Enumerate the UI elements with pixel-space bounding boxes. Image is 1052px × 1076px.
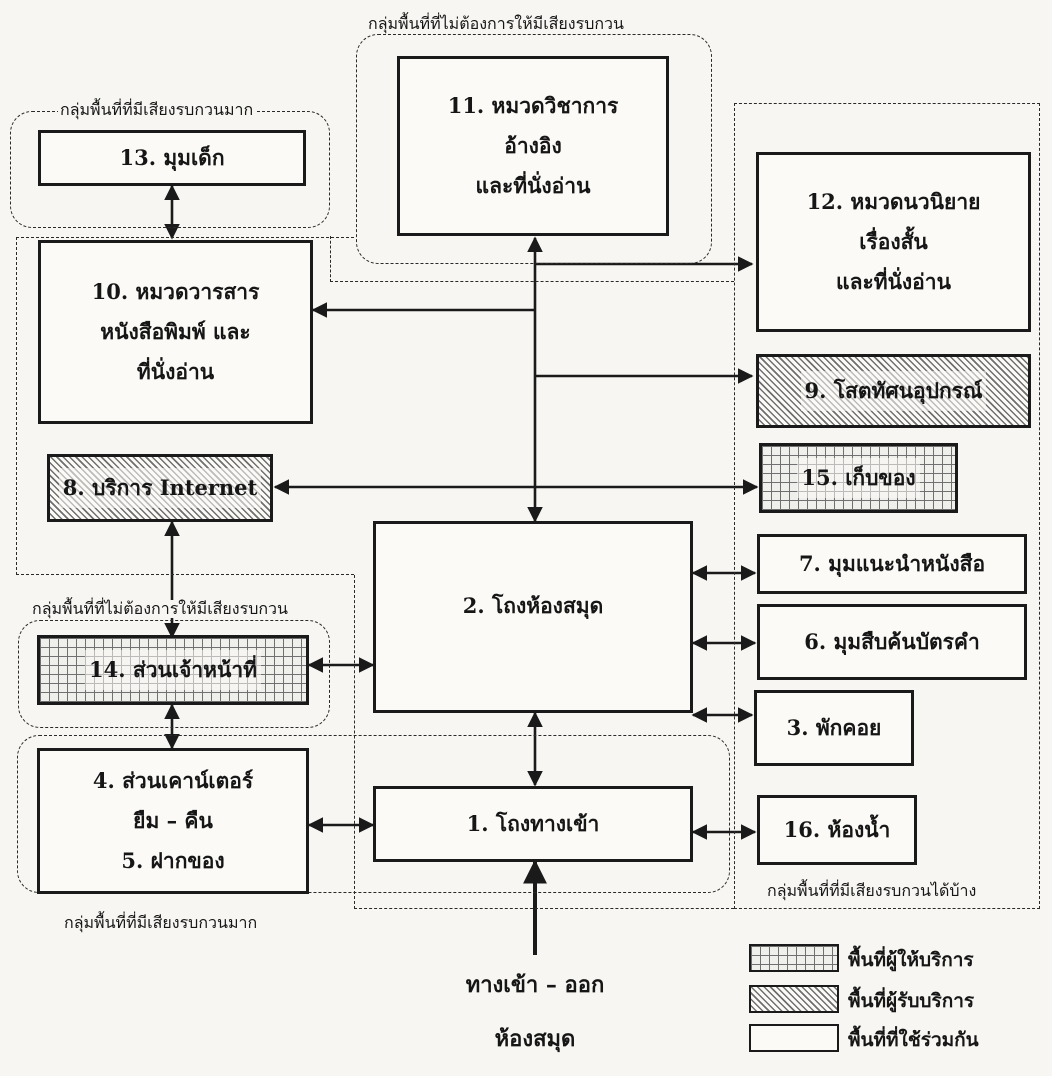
room-14-label: 14. ส่วนเจ้าหน้าที่ bbox=[85, 650, 261, 690]
entrance-label: ทางเข้า – ออก ห้องสมุด bbox=[420, 958, 650, 1066]
room-2-library-hall: 2. โถงห้องสมุด bbox=[373, 521, 693, 713]
room-16-restroom: 16. ห้องน้ำ bbox=[757, 795, 917, 865]
room-12-label: 12. หมวดนวนิยาย เรื่องสั้น และที่นั่งอ่า… bbox=[806, 189, 981, 294]
group-right-outline bbox=[734, 103, 1040, 909]
group-quiet-outline-top bbox=[330, 236, 734, 282]
group-label-some-noise: กลุ่มพื้นที่ที่มีเสียงรบกวนได้บ้าง bbox=[765, 881, 979, 900]
room-11-academic-reference: 11. หมวดวิชาการ อ้างอิง และที่นั่งอ่าน bbox=[397, 56, 669, 236]
room-3-label: 3. พักคอย bbox=[786, 715, 882, 741]
room-9-audiovisual: 9. โสตทัศนอุปกรณ์ bbox=[756, 354, 1031, 428]
room-9-label: 9. โสตทัศนอุปกรณ์ bbox=[800, 371, 987, 411]
group-label-noisy-bottom: กลุ่มพื้นที่ที่มีเสียงรบกวนมาก bbox=[64, 913, 258, 932]
group-label-noisy-top: กลุ่มพื้นที่ที่มีเสียงรบกวนมาก bbox=[58, 100, 256, 119]
room-15-storage: 15. เก็บของ bbox=[759, 443, 958, 513]
room-12-fiction: 12. หมวดนวนิยาย เรื่องสั้น และที่นั่งอ่า… bbox=[756, 152, 1031, 332]
room-7-label: 7. มุมแนะนำหนังสือ bbox=[798, 551, 986, 577]
room-16-label: 16. ห้องน้ำ bbox=[783, 817, 891, 843]
legend-label-users: พื้นที่ผู้รับบริการ bbox=[848, 990, 975, 1012]
group-quiet-top bbox=[356, 34, 712, 264]
legend-label-shared: พื้นที่ที่ใช้ร่วมกัน bbox=[848, 1029, 979, 1051]
room-8-internet: 8. บริการ Internet bbox=[47, 454, 273, 522]
room-1-label: 1. โถงทางเข้า bbox=[466, 811, 600, 837]
legend-swatch-shared bbox=[749, 1024, 839, 1052]
room-10-label: 10. หมวดวารสาร หนังสือพิมพ์ และ ที่นั่งอ… bbox=[91, 279, 260, 384]
entrance-text: ทางเข้า – ออก ห้องสมุด bbox=[465, 972, 605, 1052]
legend-swatch-staff bbox=[749, 944, 839, 972]
room-13-label: 13. มุมเด็ก bbox=[119, 145, 225, 171]
legend-label-staff: พื้นที่ผู้ให้บริการ bbox=[848, 949, 974, 971]
group-bottom-outline bbox=[354, 575, 734, 909]
room-6-label: 6. มุมสืบค้นบัตรคำ bbox=[804, 629, 980, 655]
room-15-label: 15. เก็บของ bbox=[797, 458, 920, 498]
group-noisy-bottom bbox=[17, 735, 730, 893]
room-4-label: 4. ส่วนเคาน์เตอร์ ยืม – คืน 5. ฝากของ bbox=[92, 768, 254, 873]
room-3-waiting: 3. พักคอย bbox=[754, 690, 914, 766]
group-label-quiet-top: กลุ่มพื้นที่ที่ไม่ต้องการให้มีเสียงรบกวน bbox=[366, 14, 626, 33]
group-some-noise-outline bbox=[16, 237, 354, 575]
room-11-label: 11. หมวดวิชาการ อ้างอิง และที่นั่งอ่าน bbox=[447, 93, 619, 198]
room-14-staff: 14. ส่วนเจ้าหน้าที่ bbox=[37, 635, 309, 705]
room-13-kids-corner: 13. มุมเด็ก bbox=[38, 130, 306, 186]
room-10-journals: 10. หมวดวารสาร หนังสือพิมพ์ และ ที่นั่งอ… bbox=[38, 240, 313, 424]
room-6-card-catalog: 6. มุมสืบค้นบัตรคำ bbox=[757, 604, 1027, 680]
room-7-book-recommend: 7. มุมแนะนำหนังสือ bbox=[757, 534, 1027, 594]
room-2-label: 2. โถงห้องสมุด bbox=[462, 593, 604, 618]
legend-swatch-users bbox=[749, 985, 839, 1013]
room-8-label: 8. บริการ Internet bbox=[58, 468, 262, 508]
group-quiet-mid bbox=[18, 620, 330, 728]
room-1-entrance-hall: 1. โถงทางเข้า bbox=[373, 786, 693, 862]
room-4-5-counter: 4. ส่วนเคาน์เตอร์ ยืม – คืน 5. ฝากของ bbox=[37, 748, 309, 894]
group-label-quiet-mid: กลุ่มพื้นที่ที่ไม่ต้องการให้มีเสียงรบกวน bbox=[30, 599, 290, 618]
